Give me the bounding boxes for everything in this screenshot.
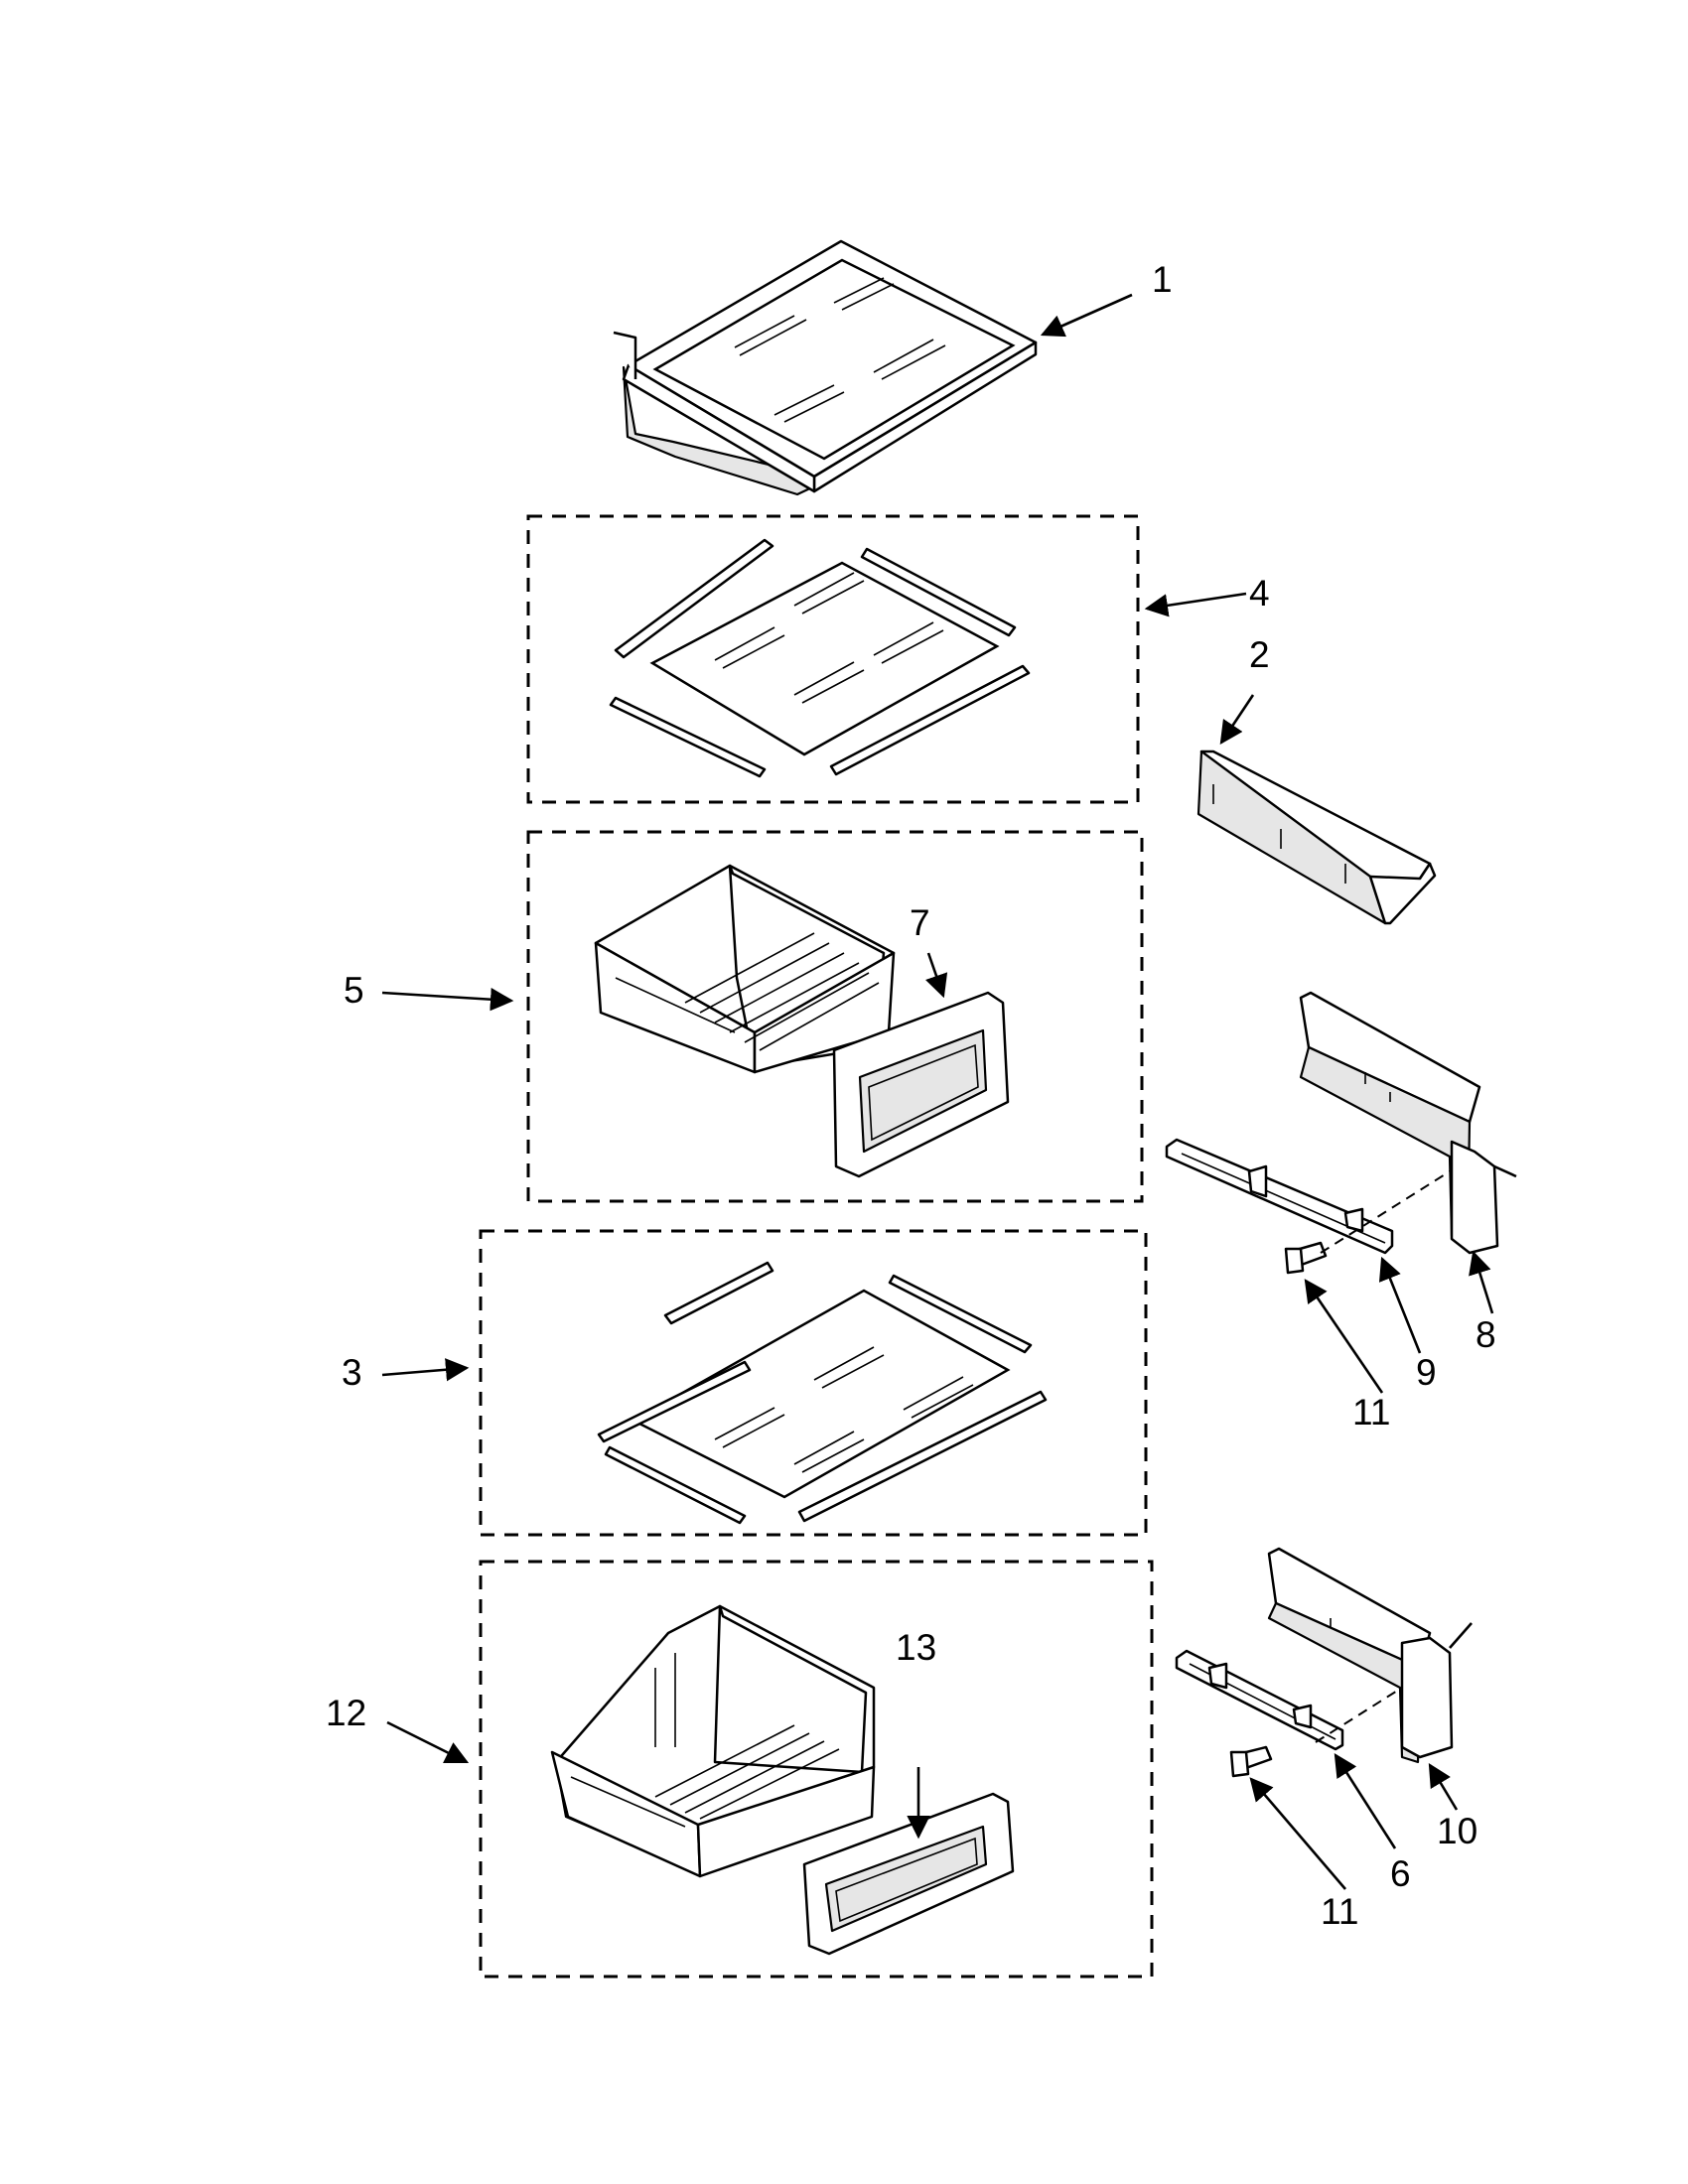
crisper-drawer-front-part-13	[802, 1792, 1015, 1956]
callout-11-upper: 11	[1352, 1392, 1390, 1433]
callout-8: 8	[1476, 1314, 1496, 1355]
drawer-slide-part-10	[1267, 1547, 1454, 1764]
callout-1: 1	[1152, 259, 1173, 300]
drawer-slide-part-8	[1299, 991, 1499, 1255]
crisper-kit-part-12-outline	[479, 1560, 1154, 1979]
screw-part-11-upper	[1284, 1241, 1328, 1275]
callout-6: 6	[1390, 1853, 1411, 1894]
assembly-line-lower	[1315, 1687, 1403, 1743]
callout-12: 12	[326, 1693, 366, 1733]
shelf-assembly-part-1	[613, 239, 1038, 496]
shelf-kit-part-3-outline	[479, 1229, 1148, 1537]
screw-part-11-lower	[1229, 1745, 1273, 1778]
callout-7: 7	[910, 902, 930, 943]
shelf-slide-part-2	[1196, 750, 1437, 925]
callout-13: 13	[896, 1627, 936, 1668]
crisper-drawer-front-part-7	[832, 991, 1010, 1178]
slide-rail-part-9	[1165, 1138, 1394, 1255]
callout-5: 5	[344, 970, 364, 1011]
crisper-kit-part-5-outline	[526, 830, 1144, 1203]
callout-leaders	[381, 293, 1494, 1890]
callout-11-lower: 11	[1321, 1891, 1358, 1932]
crisper-drawer-part-5	[594, 864, 896, 1074]
callout-4: 4	[1249, 573, 1270, 614]
callout-labels: 1 4 2 7 5 3 8 9 11 12 13 10 6 11	[326, 259, 1496, 1932]
shelf-kit-part-4-outline	[526, 514, 1140, 804]
crisper-drawer-part-12	[550, 1604, 876, 1878]
callout-2: 2	[1249, 634, 1270, 675]
glass-shelf-part-3	[597, 1261, 1048, 1525]
slide-rail-part-6	[1175, 1649, 1344, 1751]
callout-10: 10	[1437, 1811, 1477, 1851]
glass-shelf-part-4	[609, 538, 1031, 778]
callout-3: 3	[342, 1352, 362, 1393]
callout-9: 9	[1416, 1352, 1437, 1393]
assembly-line-upper	[1320, 1170, 1451, 1254]
